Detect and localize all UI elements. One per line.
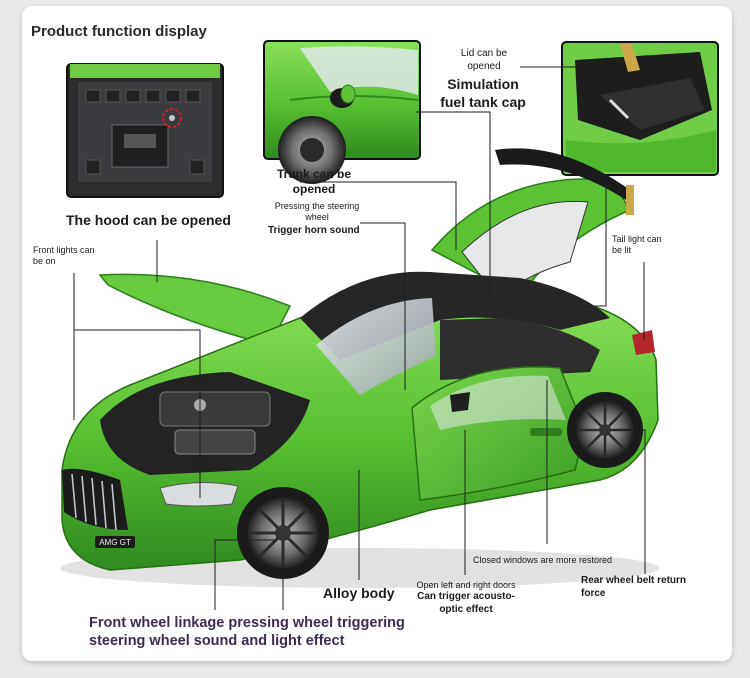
steering-callout: Pressing the steering wheel <box>262 201 372 224</box>
car-model: AMG GT <box>60 148 660 588</box>
doors-line-3: optic effect <box>439 603 493 615</box>
front-wheel-line-2: steering wheel sound and light effect <box>89 633 345 650</box>
fuel-cap-callout: Simulation fuel tank cap <box>432 76 534 111</box>
horn-callout: Trigger horn sound <box>268 225 360 236</box>
trunk-line-1: Trunk can be <box>276 167 352 181</box>
tail-light-callout: Tail light can be lit <box>612 234 662 257</box>
steering-line-2: wheel <box>305 212 329 223</box>
fuel-cap-line-1: Simulation <box>447 76 519 92</box>
alloy-body-callout: Alloy body <box>323 585 395 601</box>
trunk-line-2: opened <box>292 182 336 196</box>
front-lights-line-1: Front lights can <box>33 245 95 255</box>
doors-line-2: Can trigger acousto- <box>417 591 515 603</box>
hood-callout: The hood can be opened <box>66 212 231 228</box>
windows-callout: Closed windows are more restored <box>473 555 613 565</box>
doors-callout: Open left and right doors Can trigger ac… <box>395 580 537 616</box>
trunk-callout: Trunk can be opened <box>262 167 366 197</box>
fuel-cap-line-2: fuel tank cap <box>440 93 526 110</box>
tail-light-line-2: be lit <box>612 245 632 256</box>
doors-line-1: Open left and right doors <box>416 580 516 590</box>
rear-wheel-callout: Rear wheel belt return force <box>581 575 686 600</box>
front-lights-line-2: be on <box>33 256 56 267</box>
front-wheel-callout: Front wheel linkage pressing wheel trigg… <box>89 614 405 650</box>
page-title: Product function display <box>31 23 207 40</box>
hood-latch-inset <box>66 63 224 198</box>
lid-callout: Lid can be opened <box>449 48 519 73</box>
tail-light-line-1: Tail light can <box>612 234 662 244</box>
steering-line-1: Pressing the steering <box>274 201 360 211</box>
rear-wheel-line-1: Rear wheel belt return <box>581 575 687 586</box>
leader-lines <box>73 66 646 610</box>
lid-line-2: opened <box>467 60 501 72</box>
front-wheel-line-1: Front wheel linkage pressing wheel trigg… <box>89 615 405 631</box>
lid-line-1: Lid can be <box>460 48 508 59</box>
trunk-inset <box>561 41 719 176</box>
rear-wheel-line-2: force <box>581 587 606 599</box>
front-lights-callout: Front lights can be on <box>33 245 95 268</box>
badge-text: AMG GT <box>99 538 131 547</box>
fuel-cap-inset <box>263 40 421 184</box>
